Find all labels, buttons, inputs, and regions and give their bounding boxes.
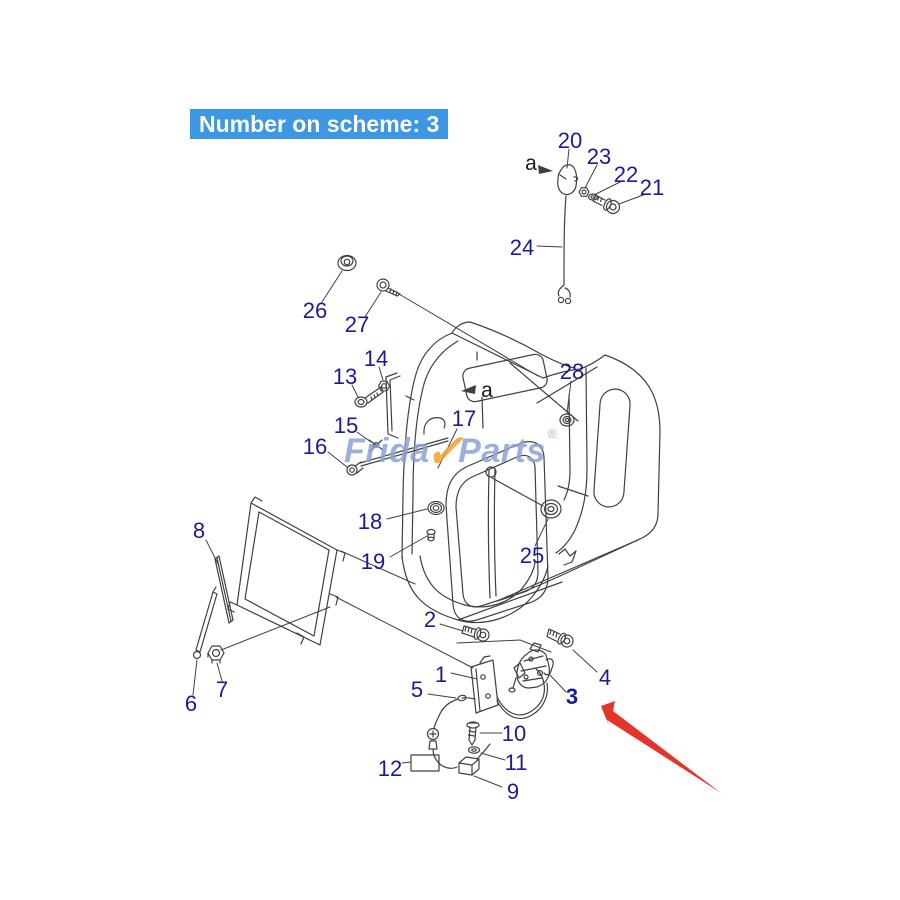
nut-26 <box>337 254 357 272</box>
highlight-arrow-icon <box>601 701 721 793</box>
bracket-plate-1 <box>470 655 499 714</box>
part-callout-14: 14 <box>363 346 389 371</box>
part-callout-21: 21 <box>639 175 665 200</box>
part-callout-12: 12 <box>377 756 403 781</box>
part-callout-23: 23 <box>586 144 612 169</box>
wiring-harness <box>426 668 549 776</box>
view-label-a: a <box>525 152 537 175</box>
screw-10 <box>466 721 480 746</box>
part-callout-7: 7 <box>215 677 229 702</box>
part-callout-15: 15 <box>333 413 359 438</box>
cab-roof-window <box>462 353 548 403</box>
washer-11 <box>467 746 481 754</box>
part-callout-20: 20 <box>557 128 583 153</box>
cab-side-window <box>593 388 631 508</box>
connector-12 <box>410 754 440 772</box>
leader-lines <box>192 148 647 788</box>
bracket-strip-13 <box>385 372 401 439</box>
screw-13 <box>354 386 384 408</box>
grommet-25 <box>540 499 562 519</box>
cable-24 <box>557 195 572 305</box>
clip-19 <box>426 528 436 542</box>
wiper-blade-8 <box>214 555 234 624</box>
part-callout-24: 24 <box>509 235 535 260</box>
part-callout-25: 25 <box>519 543 545 568</box>
screw-16 <box>346 461 364 476</box>
cover-20 <box>557 164 579 196</box>
part-callout-13: 13 <box>332 364 358 389</box>
view-a-arrow-icon <box>538 165 553 174</box>
scheme-number-header: Number on scheme: 3 <box>190 109 449 139</box>
view-a-arrow-icon <box>461 385 476 394</box>
part-callout-1: 1 <box>434 662 448 687</box>
nut-7 <box>207 645 225 664</box>
part-callout-2: 2 <box>423 607 437 632</box>
part-callout-6: 6 <box>184 691 198 716</box>
grommet-18 <box>427 500 445 516</box>
part-callout-22: 22 <box>613 162 639 187</box>
part-callout-28: 28 <box>559 359 585 384</box>
part-callout-17: 17 <box>451 406 477 431</box>
part-callout-3: 3 <box>565 684 579 709</box>
part-callout-10: 10 <box>501 721 527 746</box>
part-callout-16: 16 <box>302 434 328 459</box>
part-callout-19: 19 <box>360 549 386 574</box>
bolt-2 <box>461 625 490 642</box>
bolt-4 <box>546 628 574 648</box>
part-callout-26: 26 <box>302 298 328 323</box>
bolt-21 <box>592 194 621 215</box>
wiper-arm-6 <box>192 586 218 660</box>
part-callout-11: 11 <box>504 750 528 775</box>
rear-window-frame <box>227 496 346 646</box>
part-callout-4: 4 <box>598 665 612 690</box>
grommet-28 <box>559 413 575 427</box>
view-label-a: a <box>481 379 493 402</box>
part-callout-27: 27 <box>344 312 370 337</box>
part-callout-9: 9 <box>506 779 520 804</box>
part-callout-5: 5 <box>410 677 424 702</box>
latch-assembly-3 <box>508 642 554 693</box>
nut-14 <box>377 380 391 392</box>
cab-body <box>401 321 661 624</box>
nut-23 <box>578 187 590 197</box>
part-callout-18: 18 <box>357 509 383 534</box>
part-callout-8: 8 <box>192 518 206 543</box>
